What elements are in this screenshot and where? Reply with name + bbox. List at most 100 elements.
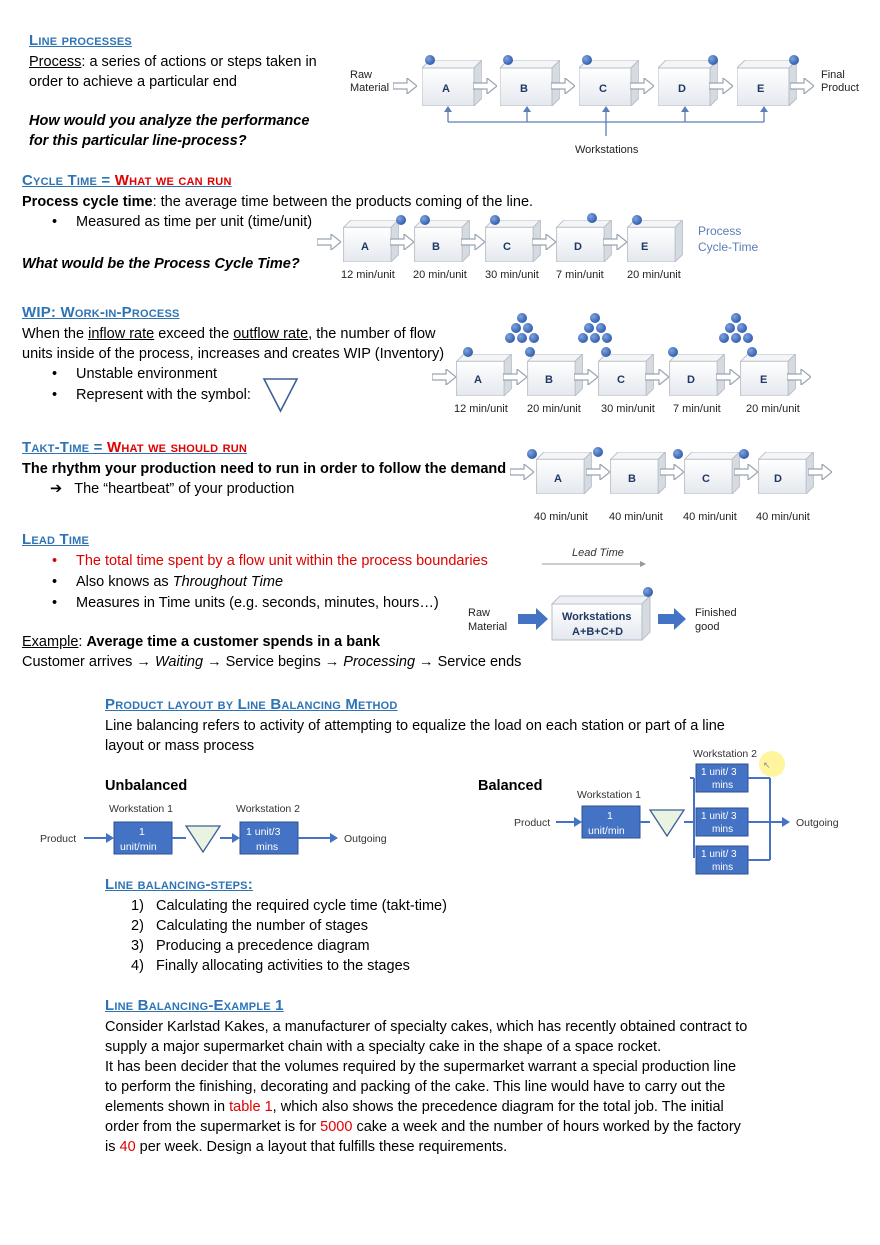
step-3-text: Producing a precedence diagram bbox=[156, 938, 370, 954]
lead-time-diagram: Lead Time Raw Material Workstations A+B+… bbox=[468, 547, 737, 642]
unb-ws2-box bbox=[239, 821, 299, 855]
step-1: 1) Calculating the required cycle time (… bbox=[131, 896, 447, 916]
lead-b2a: Also knows as bbox=[76, 574, 173, 590]
example-para-line-2: supply a major supermarket chain with a … bbox=[105, 1039, 662, 1055]
p7c: per week. Design a layout that fulfills … bbox=[135, 1139, 508, 1155]
wip-station-e-label: E bbox=[760, 374, 767, 386]
process-term: Process bbox=[29, 54, 82, 70]
bal-box2c-line1: 1 unit/ 3 bbox=[701, 849, 737, 860]
wip-definition-line1: When the inflow rate exceed the outflow … bbox=[22, 324, 436, 344]
ct-time-b: 20 min/unit bbox=[413, 269, 467, 281]
arrow-right-icon: ➔ bbox=[50, 481, 63, 497]
section-heading-takt-time: Takt-Time = What we should run bbox=[22, 439, 247, 456]
takt-station-b-label: B bbox=[628, 473, 636, 485]
final-product-label: Final bbox=[821, 69, 845, 81]
wip-inventory-triangle-icon bbox=[262, 378, 299, 413]
process-definition-line2: order to achieve a particular end bbox=[29, 74, 237, 90]
line-balancing-def-1: Line balancing refers to activity of att… bbox=[105, 718, 725, 734]
line-process-diagram: Raw Material A B C D E Final Product Wor… bbox=[350, 55, 859, 156]
example-para-line-5: elements shown in table 1, which also sh… bbox=[105, 1097, 724, 1117]
bal-box2a-line2: mins bbox=[712, 780, 733, 791]
ct-station-e-label: E bbox=[641, 241, 648, 253]
bal-inventory-triangle-icon bbox=[648, 809, 686, 838]
station-d: D bbox=[658, 55, 718, 106]
bal-ws2-box-1: 1 unit/ 3 mins bbox=[692, 763, 749, 793]
flow-unit-dot bbox=[593, 447, 603, 457]
p5a: elements shown in bbox=[105, 1099, 230, 1115]
table-1-ref: table 1 bbox=[229, 1099, 273, 1115]
takt-heading-a: Takt-Time = bbox=[22, 439, 107, 456]
wip-time-b: 20 min/unit bbox=[527, 403, 581, 415]
cursor-highlight bbox=[759, 751, 785, 777]
bal-ws2-box-2: 1 unit/ 3 mins bbox=[695, 807, 749, 837]
wip-station-c: C bbox=[598, 347, 654, 396]
flow-d: Processing bbox=[339, 654, 420, 670]
step-4-text: Finally allocating activities to the sta… bbox=[156, 958, 410, 974]
unb-box2-line2: mins bbox=[256, 841, 278, 853]
takt-time-sub: ➔ The “heartbeat” of your production bbox=[50, 479, 294, 499]
wip-pile-a bbox=[505, 313, 539, 343]
flow-unit-dot bbox=[601, 347, 611, 357]
p6c: cake a week and the number of hours work… bbox=[352, 1119, 741, 1135]
example-para-line-3: It has been decider that the volumes req… bbox=[105, 1059, 737, 1075]
station-c-label: C bbox=[599, 83, 607, 95]
wip-station-b-label: B bbox=[545, 374, 553, 386]
bal-box1-line2: unit/min bbox=[588, 825, 625, 837]
flow-unit-dot bbox=[490, 215, 500, 225]
p6a: order from the supermarket is for bbox=[105, 1119, 321, 1135]
example-para-line-6: order from the supermarket is for 5000 c… bbox=[105, 1117, 741, 1137]
wip-station-c-label: C bbox=[617, 374, 625, 386]
cycle-time-diagram: A B C D E Process Cycle-Time 12 min/unit… bbox=[317, 213, 759, 281]
workstations-bracket bbox=[447, 110, 765, 136]
input-arrow bbox=[510, 464, 534, 480]
ct-station-b-label: B bbox=[432, 241, 440, 253]
ct-station-c-label: C bbox=[503, 241, 511, 253]
process-cycle-time-label: Process bbox=[698, 224, 741, 238]
flow-unit-dot bbox=[525, 347, 535, 357]
lead-output-arrow bbox=[658, 608, 686, 630]
lead-time-bullet-1: The total time spent by a flow unit with… bbox=[52, 551, 488, 571]
station-c: C bbox=[579, 55, 639, 106]
station-b-label: B bbox=[520, 83, 528, 95]
station-e-label: E bbox=[757, 83, 764, 95]
flow-unit-dot bbox=[747, 347, 757, 357]
throughout-time-term: Throughout Time bbox=[172, 574, 284, 590]
lead-time-label: Lead Time bbox=[572, 547, 624, 559]
ct-time-d: 7 min/unit bbox=[556, 269, 604, 281]
ct-station-d-label: D bbox=[574, 241, 582, 253]
finished-good-label-2: good bbox=[695, 621, 719, 633]
bal-box2b-line1: 1 unit/ 3 bbox=[701, 811, 737, 822]
flow-unit-dot bbox=[503, 55, 513, 65]
flow-unit-dot bbox=[668, 347, 678, 357]
lead-time-example: Example: Average time a customer spends … bbox=[22, 632, 380, 652]
section-heading-line-processes: Line processes bbox=[29, 32, 132, 49]
takt-station-c: C bbox=[673, 449, 749, 494]
example-para-line-1: Consider Karlstad Kakes, a manufacturer … bbox=[105, 1019, 748, 1035]
cycle-time-bullet: Measured as time per unit (time/unit) bbox=[52, 212, 312, 232]
flow-unit-dot bbox=[632, 215, 642, 225]
bal-box1-line1: 1 bbox=[607, 810, 613, 822]
ct-time-c: 30 min/unit bbox=[485, 269, 539, 281]
ct-station-a-label: A bbox=[361, 241, 369, 253]
takt-station-a: A bbox=[527, 447, 603, 494]
takt-heading-b: What we should run bbox=[106, 439, 248, 456]
takt-time-c: 40 min/unit bbox=[683, 511, 737, 523]
station-e: E bbox=[737, 55, 799, 106]
flow-c: Service begins bbox=[221, 654, 325, 670]
hours-per-week: 40 bbox=[119, 1139, 136, 1155]
example-colon: : bbox=[78, 634, 87, 650]
takt-time-definition: The rhythm your production need to run i… bbox=[22, 461, 507, 477]
ct-station-e: E bbox=[627, 215, 683, 262]
wip-station-b: B bbox=[525, 347, 583, 396]
bal-ws1-box bbox=[581, 805, 641, 839]
wip-diagram: A B C D E 12 min/unit 20 min/unit 30 min… bbox=[432, 313, 811, 415]
final-product-label-2: Product bbox=[821, 82, 859, 94]
bal-box2b-line2: mins bbox=[712, 824, 733, 835]
wip-pile-d bbox=[719, 313, 753, 343]
takt-time-b: 40 min/unit bbox=[609, 511, 663, 523]
arrow-right-icon: → bbox=[324, 654, 340, 670]
wip-time-c: 30 min/unit bbox=[601, 403, 655, 415]
wip-definition-line2: units inside of the process, increases a… bbox=[22, 346, 445, 362]
line-balancing-def-2: layout or mass process bbox=[105, 738, 255, 754]
example-para-line-4: to perform the finishing, decorating and… bbox=[105, 1079, 726, 1095]
